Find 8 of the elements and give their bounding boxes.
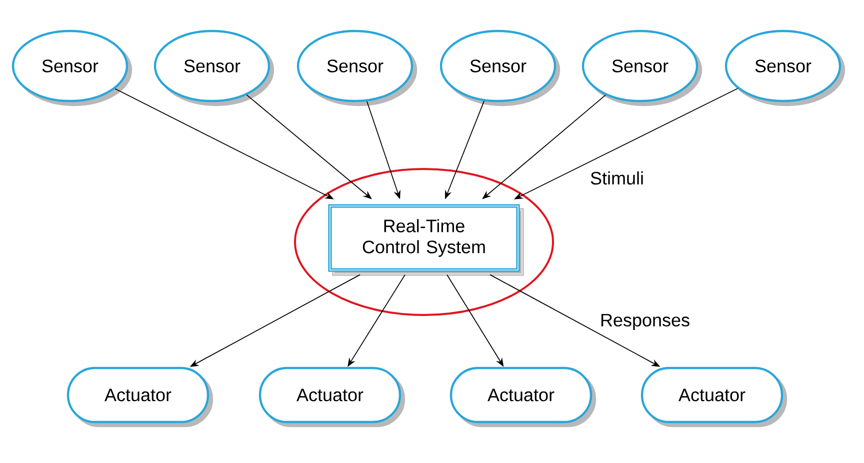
actuator-box: Actuator bbox=[450, 366, 596, 428]
edge-label: Stimuli bbox=[589, 170, 645, 186]
actuator-box: Actuator bbox=[66, 366, 214, 428]
actuator-box: Actuator bbox=[640, 366, 788, 428]
control-system-box: Real-Time Control System bbox=[328, 204, 524, 276]
edge-label: Responses bbox=[598, 312, 692, 332]
highlight-ellipse bbox=[294, 168, 554, 316]
actuator-box: Actuator bbox=[258, 366, 406, 428]
